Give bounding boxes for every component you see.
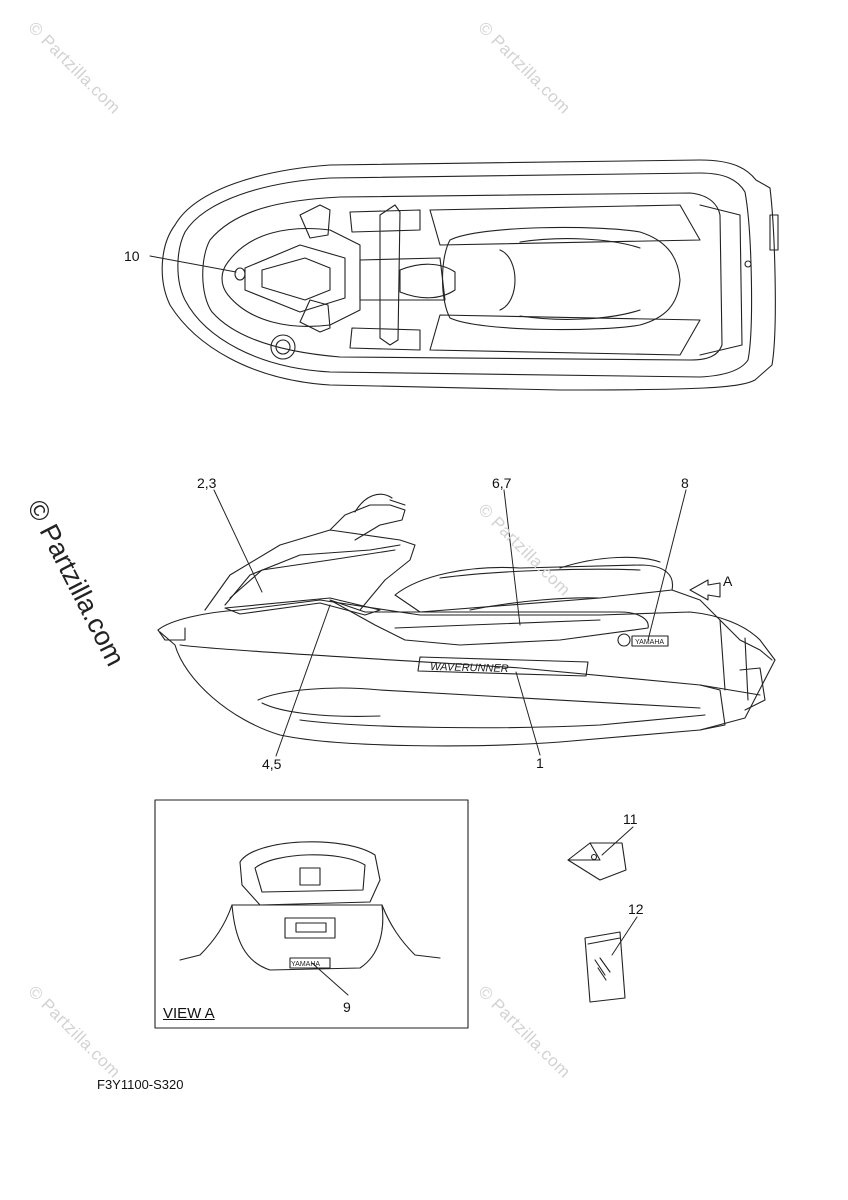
callout-9: 9: [343, 999, 351, 1015]
diagram-code: F3Y1100-S320: [97, 1077, 184, 1092]
callout-6-7: 6,7: [492, 475, 512, 491]
yamaha-rear-text: YAMAHA: [291, 961, 320, 968]
callout-4-5: 4,5: [262, 756, 282, 772]
rear-view-watercraft: [179, 841, 441, 971]
callout-12: 12: [628, 901, 644, 917]
top-view-watercraft: [161, 159, 779, 391]
view-a-label: VIEW A: [163, 1005, 215, 1022]
callout-1: 1: [536, 755, 544, 771]
part-12-decal: [584, 931, 626, 1003]
callout-8: 8: [681, 475, 689, 491]
callout-11: 11: [623, 811, 638, 827]
leader-lines: [149, 255, 687, 996]
part-11-decal: [567, 842, 627, 881]
callout-2-3: 2,3: [197, 475, 217, 491]
callout-10: 10: [124, 248, 140, 264]
view-a-arrow: [689, 579, 721, 601]
view-a-frame: [154, 799, 469, 1029]
side-view-watercraft: [157, 493, 776, 747]
view-a-arrow-label: A: [723, 573, 733, 589]
yamaha-brand-text: YAMAHA: [635, 639, 664, 646]
waverunner-decal-outline: [417, 656, 589, 677]
waverunner-decal-text: WAVERUNNER: [430, 661, 509, 675]
